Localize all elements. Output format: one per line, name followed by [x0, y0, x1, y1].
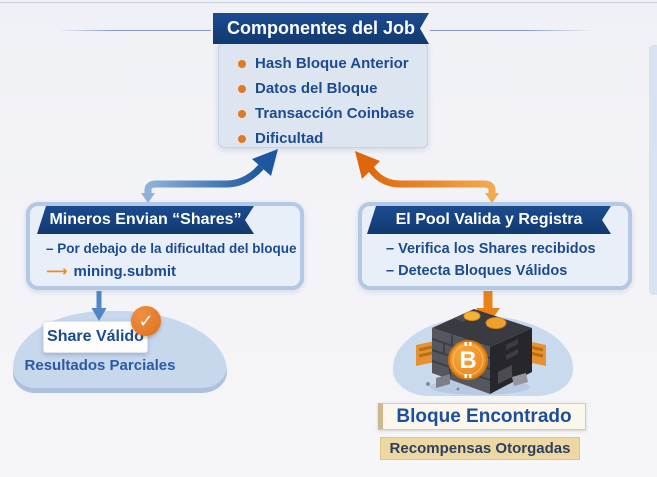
bitcoin-coin-icon [448, 340, 488, 380]
pool-validates-body: – Verifica los Shares recibidos – Detect… [386, 238, 596, 282]
miners-line-2: ⟶ mining.submit [46, 260, 297, 283]
miners-shares-title: Mineros Envian “Shares” [49, 211, 242, 228]
job-components-ribbon: Componentes del Job [213, 13, 429, 44]
check-glyph: ✓ [138, 310, 154, 332]
orange-arrowhead-up-icon [355, 151, 380, 179]
miners-shares-ribbon: Mineros Envian “Shares” [37, 206, 254, 234]
right-arrow-icon: ⟶ [46, 262, 68, 280]
rewards-label-box: Recompensas Otorgadas [380, 437, 580, 460]
bullet-icon [238, 59, 246, 68]
list-item-label: Dificultad [255, 130, 324, 147]
check-icon: ✓ [131, 306, 161, 336]
miners-line-1: – Por debajo de la dificultad del bloque [46, 241, 297, 256]
pool-line-1: – Verifica los Shares recibidos [386, 241, 596, 257]
orange-curved-arrow [368, 166, 496, 196]
bullet-icon [238, 84, 246, 93]
blue-arrowhead-up-icon [252, 149, 278, 176]
list-item: Datos del Bloque [238, 76, 427, 101]
bitcoin-b-icon: B [459, 347, 476, 374]
gold-button-icon [485, 317, 507, 329]
list-item: Dificultad [238, 126, 427, 151]
job-components-panel: Hash Bloque Anterior Datos del Bloque Tr… [218, 42, 428, 148]
right-edge-accent [649, 45, 657, 295]
top-border-line [0, 2, 657, 3]
mining-rig-illustration: B [416, 309, 546, 395]
rewards-label: Recompensas Otorgadas [389, 440, 571, 457]
list-item: Hash Bloque Anterior [238, 51, 427, 76]
list-item: Transacción Coinbase [238, 101, 427, 126]
pool-validates-title: El Pool Valida y Registra [395, 211, 583, 228]
partial-results-label: Resultados Parciales [24, 357, 176, 374]
share-valid-card: Share Válido [43, 321, 148, 353]
gold-button-icon [463, 311, 481, 321]
header-rule-left [57, 30, 211, 31]
mining-submit-label: mining.submit [73, 263, 177, 280]
list-item-label: Datos del Bloque [255, 80, 378, 97]
rubble-icon [436, 374, 450, 388]
block-found-label-box: Bloque Encontrado [378, 403, 586, 430]
list-item-label: Transacción Coinbase [255, 105, 415, 122]
block-found-label: Bloque Encontrado [396, 405, 572, 427]
miners-shares-body: – Por debajo de la dificultad del bloque… [46, 238, 297, 283]
rubble-icon [512, 373, 528, 386]
bullet-icon [238, 109, 246, 118]
pool-line-2: – Detecta Bloques Válidos [386, 263, 568, 279]
bullet-icon [238, 134, 246, 143]
job-components-list: Hash Bloque Anterior Datos del Bloque Tr… [219, 43, 427, 151]
blue-curved-arrow [144, 164, 264, 196]
job-components-title: Componentes del Job [226, 18, 415, 38]
share-valid-label: Share Válido [47, 328, 144, 345]
list-item-label: Hash Bloque Anterior [255, 55, 409, 72]
pool-validates-ribbon: El Pool Valida y Registra [367, 206, 611, 234]
header-rule-right [430, 30, 593, 31]
